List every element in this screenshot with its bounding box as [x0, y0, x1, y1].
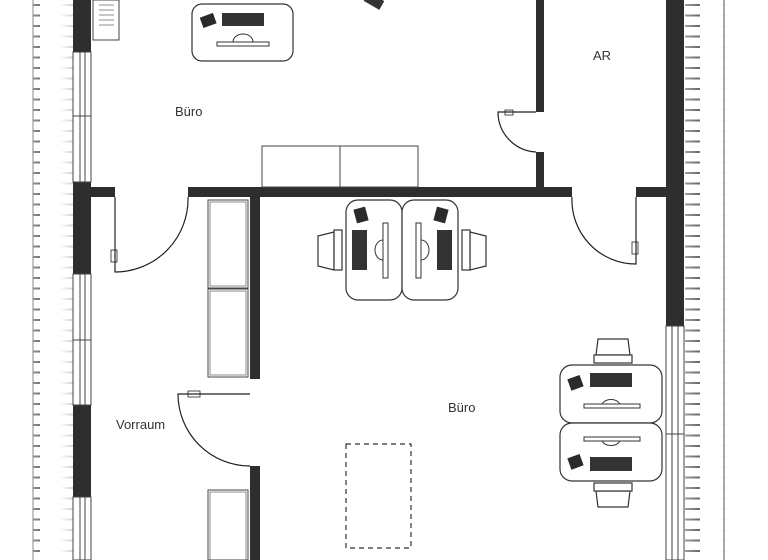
- chair-icon: [317, 229, 487, 271]
- exterior-wall-left: [73, 0, 91, 497]
- chair-icon: [593, 338, 633, 508]
- door-arc: [110, 109, 639, 467]
- roof-slope-left: [32, 0, 73, 560]
- room-label-vorraum: Vorraum: [116, 417, 166, 432]
- window-left: [72, 51, 92, 560]
- roof-slope-right: [685, 0, 725, 560]
- room-label-buero-top: Büro: [175, 104, 203, 119]
- workstation-pair-right: [559, 338, 663, 508]
- window-right: [665, 325, 685, 560]
- dashed-table: [345, 443, 412, 549]
- workstation-top: [191, 0, 385, 62]
- interior-walls: [91, 0, 666, 560]
- workstation-pair-center: [317, 199, 487, 301]
- room-label-ar: AR: [593, 48, 612, 63]
- room-label-buero-main: Büro: [448, 400, 476, 415]
- cabinets: [92, 0, 419, 560]
- exterior-wall-right: [666, 0, 684, 326]
